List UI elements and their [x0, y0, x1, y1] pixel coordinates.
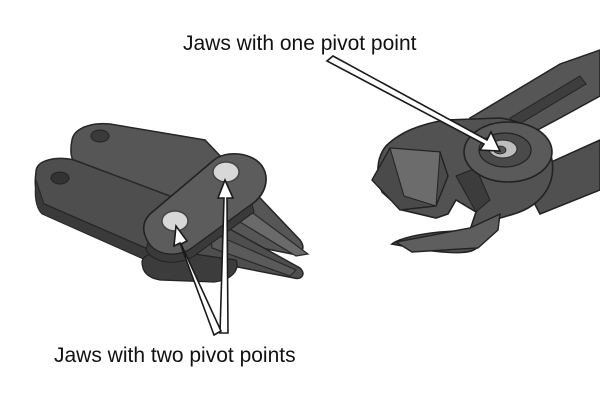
lower-blade-hole — [50, 171, 70, 185]
arrow-two-pivot-lower — [173, 223, 223, 337]
label-two-pivot-points: Jaws with two pivot points — [54, 344, 296, 367]
one-pivot-lower-jaw-tip — [394, 212, 501, 253]
pivot-pin-upper — [212, 161, 240, 183]
two-pivot-jaws — [34, 122, 310, 283]
arrow-two-pivot-upper — [216, 177, 235, 334]
label-one-pivot-point: Jaws with one pivot point — [183, 32, 417, 55]
two-pivot-link-plate-edge — [145, 203, 255, 263]
arrow-one-pivot — [325, 55, 502, 152]
back-plate-hole — [90, 129, 110, 143]
one-pivot-jaws — [371, 49, 600, 254]
one-pivot-jaw-notch — [455, 167, 491, 213]
one-pivot-upper-jaw-facet — [389, 147, 441, 207]
arrows — [173, 55, 502, 337]
